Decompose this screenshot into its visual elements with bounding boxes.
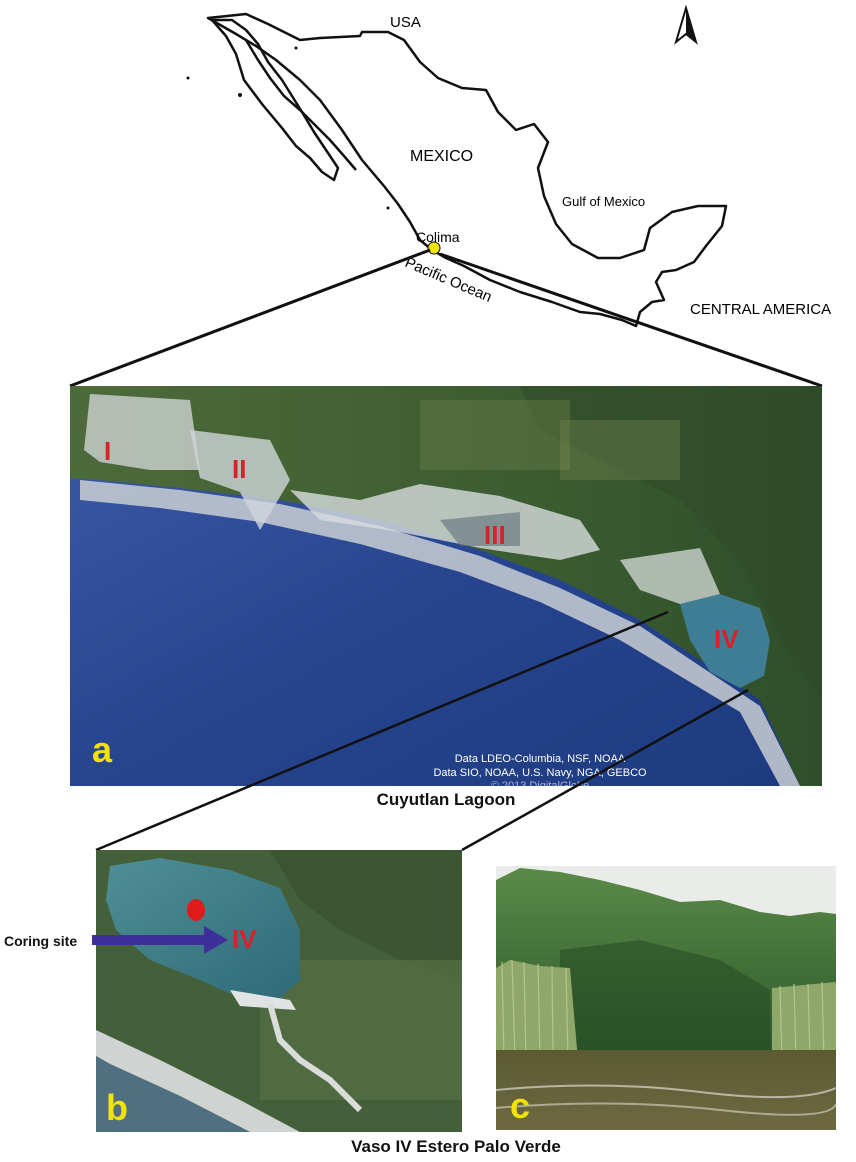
central-america-label: CENTRAL AMERICA [690, 301, 831, 318]
mexico-label: MEXICO [410, 148, 473, 165]
island-dot [238, 93, 242, 97]
zoom-line-left [69, 248, 431, 388]
caption-vaso-iv: Vaso IV Estero Palo Verde [351, 1137, 561, 1156]
panel-a-letter: a [92, 729, 113, 770]
panel-b-letter: b [106, 1087, 128, 1128]
usa-label: USA [390, 14, 421, 31]
colima-label: Colima [416, 229, 460, 245]
attribution-line-1: Data LDEO-Columbia, NSF, NOAA [455, 753, 626, 765]
zone-label-b-iv: IV [232, 924, 257, 954]
panel-b-satellite: IV b [96, 850, 462, 1132]
coring-arrow [92, 926, 228, 954]
north-arrow-icon [674, 4, 698, 45]
mexico-outline [206, 12, 728, 328]
zone-label-iv: IV [714, 624, 739, 654]
attribution-line-2: Data SIO, NOAA, U.S. Navy, NGA, GEBCO [433, 767, 647, 779]
zone-label-ii: II [232, 454, 246, 484]
panel-c-photo: c [495, 866, 837, 1130]
zone-label-iii: III [484, 520, 506, 550]
zoom-line-b-left [95, 610, 669, 852]
zoom-line-b-right [461, 688, 749, 852]
zone-label-i: I [104, 436, 111, 466]
pacific-label: Pacific Ocean [402, 254, 494, 306]
island-dot [386, 206, 390, 210]
gulf-label: Gulf of Mexico [562, 194, 645, 209]
caption-cuyutlan: Cuyutlan Lagoon [377, 790, 516, 809]
zoom-line-right [439, 252, 823, 388]
coring-site-label: Coring site [4, 933, 77, 949]
attribution-line-3: © 2013 DigitalGlobe [491, 780, 590, 792]
coring-site-marker [187, 899, 205, 921]
island-dot [186, 76, 190, 80]
panel-a-satellite: I II III IV a Data LDEO-Columbia, NSF, N… [70, 386, 822, 792]
baja-california-outline [210, 18, 340, 182]
island-dot [294, 46, 298, 50]
colima-marker [427, 241, 441, 255]
panel-c-letter: c [510, 1085, 530, 1126]
gulf-of-california-coast [244, 39, 357, 171]
